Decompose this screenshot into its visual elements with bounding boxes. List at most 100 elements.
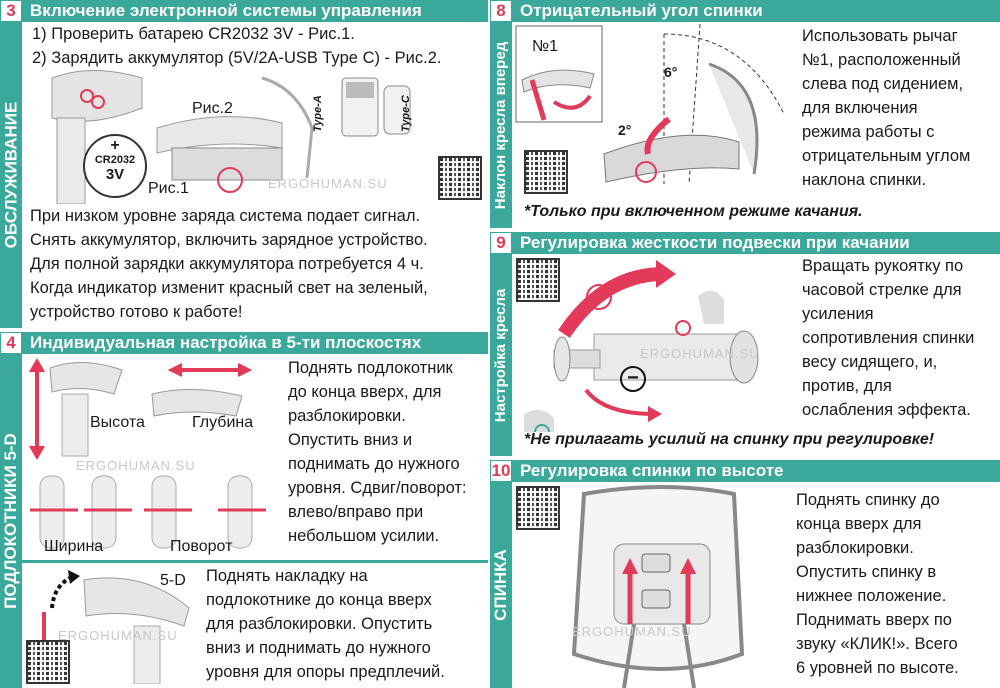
body-line: Поднять спинку до	[796, 491, 940, 509]
section-number: 9	[490, 232, 512, 254]
divider	[22, 560, 488, 563]
watermark: ERGOHUMAN.SU	[76, 458, 196, 473]
body-line: №1, расположенный	[802, 51, 961, 69]
instruction-line: 1) Проверить батарею CR2032 3V - Рис.1.	[32, 25, 355, 43]
section-3-body: При низком уровне заряда система подает …	[30, 204, 428, 324]
battery-voltage: 3V	[105, 166, 125, 183]
section-number: 3	[0, 0, 22, 22]
body-line: Вращать рукоятку по	[802, 257, 964, 275]
body-line: вниз и поднимать до нужного	[206, 639, 431, 657]
qr-code	[438, 156, 482, 200]
body-line: режима работы с	[802, 123, 935, 141]
body-line: для разблокировки. Опустить	[206, 615, 433, 633]
figure-1-label: Рис.1	[148, 180, 189, 197]
lever-label: №1	[532, 38, 559, 55]
angle-2-label: 2°	[618, 122, 632, 138]
section-4-body-2: Поднять накладку на подлокотнике до конц…	[206, 564, 445, 684]
type-c-label: Type-C	[400, 95, 412, 132]
backrest-angle-illustration	[515, 24, 785, 185]
body-line: Поднимать вверх по	[796, 611, 952, 629]
qr-code	[26, 640, 70, 684]
body-line: до конца вверх, для	[288, 383, 442, 401]
body-line: 6 уровней по высоте.	[796, 659, 959, 677]
body-line: отрицательным углом	[802, 147, 971, 165]
section-number: 10	[490, 460, 512, 482]
armrest-pad-illustration	[37, 570, 190, 684]
section-8-side-label: Наклон кресла вперед	[490, 22, 512, 228]
minus-icon: −	[620, 366, 646, 392]
body-line: весу сидящего, и,	[802, 353, 938, 371]
body-line: Использовать рычаг	[802, 27, 958, 45]
section-4-body: Поднять подлокотник до конца вверх, для …	[288, 356, 467, 548]
body-line: конца вверх для	[796, 515, 922, 533]
body-line: разблокировки.	[796, 539, 914, 557]
instruction-line: 2) Зарядить аккумулятор (5V/2A-USB Type …	[32, 49, 442, 67]
backrest-height-illustration	[571, 485, 745, 688]
type-a-label: Type-A	[312, 95, 324, 132]
section-10: СПИНКА 10 Регулировка спинки по высоте E…	[490, 460, 1000, 688]
watermark: ERGOHUMAN.SU	[58, 628, 178, 643]
section-8-body: Использовать рычаг №1, расположенный сле…	[802, 24, 970, 192]
section-8: Наклон кресла вперед 8 Отрицательный уго…	[490, 0, 1000, 228]
watermark: ERGOHUMAN.SU	[640, 346, 760, 361]
body-line: подлокотнике до конца вверх	[206, 591, 432, 609]
body-line: Когда индикатор изменит красный свет на …	[30, 279, 428, 297]
section-3-header: 3 Включение электронной системы управлен…	[0, 0, 488, 22]
section-9-header: 9 Регулировка жесткости подвески при кач…	[490, 232, 1000, 254]
section-title: Индивидуальная настройка в 5-ти плоскост…	[30, 333, 422, 352]
watermark: ERGOHUMAN.SU	[268, 176, 388, 191]
body-line: разблокировки.	[288, 407, 406, 425]
section-title: Регулировка жесткости подвески при качан…	[520, 233, 910, 252]
body-line: наклона спинки.	[802, 171, 927, 189]
width-label: Ширина	[44, 538, 104, 555]
body-line: ослабления эффекта.	[802, 401, 971, 419]
body-line: небольшом усилии.	[288, 527, 440, 545]
section-4-side-label: ПОДЛОКОТНИКИ 5-D	[0, 354, 22, 688]
body-line: сопротивления спинки	[802, 329, 975, 347]
body-line: устройство готово к работе!	[30, 303, 243, 321]
body-line: усиления	[802, 305, 874, 323]
body-line: Опустить вниз и	[288, 431, 413, 449]
depth-label: Глубина	[192, 414, 254, 431]
body-line: нижнее положение.	[796, 587, 947, 605]
section-4: ПОДЛОКОТНИКИ 5-D 4 Индивидуальная настро…	[0, 332, 488, 688]
body-line: При низком уровне заряда система подает …	[30, 207, 421, 225]
section-4-header: 4 Индивидуальная настройка в 5-ти плоско…	[0, 332, 488, 354]
body-line: влево/вправо при	[288, 503, 424, 521]
section-number: 4	[0, 332, 22, 354]
charging-illustration	[51, 70, 411, 204]
battery-icon: + CR2032 3V	[83, 134, 147, 198]
section-9-body: Вращать рукоятку по часовой стрелке для …	[802, 254, 974, 422]
body-line: часовой стрелке для	[802, 281, 962, 299]
qr-code	[524, 150, 568, 194]
section-10-header: 10 Регулировка спинки по высоте	[490, 460, 1000, 482]
battery-model: CR2032	[94, 154, 136, 166]
body-line: уровня. Сдвиг/поворот:	[288, 479, 467, 497]
body-line: Для полной зарядки аккумулятора потребуе…	[30, 255, 424, 273]
section-8-header: 8 Отрицательный угол спинки	[490, 0, 1000, 22]
armrest-illustration	[29, 358, 266, 549]
body-line: для включения	[802, 99, 918, 117]
body-line: звуку «КЛИК!». Всего	[796, 635, 958, 653]
body-line: Снять аккумулятор, включить зарядное уст…	[30, 231, 428, 249]
qr-code	[516, 486, 560, 530]
plus-icon: +	[586, 284, 612, 310]
section-3-side-label: ОБСЛУЖИВАНИЕ	[0, 22, 22, 328]
body-line: Опустить спинку в	[796, 563, 937, 581]
watermark: ERGOHUMAN.SU	[572, 624, 692, 639]
five-d-label: 5-D	[160, 572, 186, 589]
body-line: поднимать до нужного	[288, 455, 460, 473]
figure-2-label: Рис.2	[192, 100, 233, 117]
qr-code	[516, 258, 560, 302]
section-3: ОБСЛУЖИВАНИЕ 3 Включение электронной сис…	[0, 0, 488, 330]
rotate-label: Поворот	[170, 538, 233, 555]
section-9-side-label: Настройка кресла	[490, 254, 512, 456]
body-line: Поднять подлокотник	[288, 359, 453, 377]
section-9: Настройка кресла 9 Регулировка жесткости…	[490, 232, 1000, 456]
section-9-note: *Не прилагать усилий на спинку при регул…	[524, 431, 935, 448]
section-10-body: Поднять спинку до конца вверх для разбло…	[796, 488, 959, 680]
section-number: 8	[490, 0, 512, 22]
body-line: Поднять накладку на	[206, 567, 368, 585]
section-title: Регулировка спинки по высоте	[520, 461, 784, 480]
section-title: Отрицательный угол спинки	[520, 1, 763, 20]
